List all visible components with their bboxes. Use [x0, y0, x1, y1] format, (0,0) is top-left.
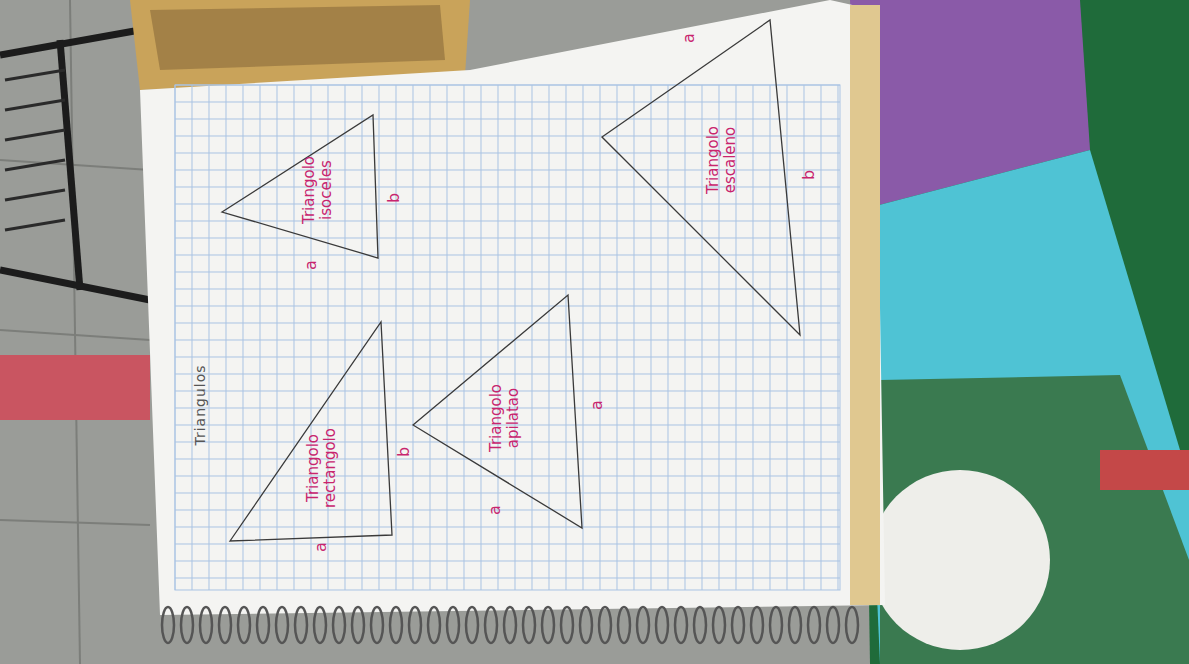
- triangle-figure: Triangolo escaleno: [602, 20, 800, 335]
- triangle-figure: Triangolo apilatao: [413, 295, 582, 528]
- side-letter: a: [679, 33, 698, 43]
- side-letter: b: [384, 193, 403, 203]
- triangle-figure: Triangolo rectangolo: [230, 322, 392, 541]
- triangle-figure: Triangolo isoceles: [222, 115, 378, 258]
- side-letter: a: [587, 400, 606, 410]
- side-letter: a: [311, 542, 330, 552]
- side-letter: a: [301, 260, 320, 270]
- triangle-name: Triangolo rectangolo: [305, 413, 340, 523]
- side-letter: a: [485, 505, 504, 515]
- side-letter: b: [799, 170, 818, 180]
- triangle-name: Triangolo escaleno: [705, 110, 740, 210]
- triangle-outline: [230, 322, 392, 541]
- triangle-outline: [602, 20, 800, 335]
- triangle-name: Triangolo isoceles: [301, 150, 336, 230]
- side-letter: b: [394, 447, 413, 457]
- page-title: Triangulos: [192, 364, 208, 445]
- triangle-name: Triangolo apilatao: [488, 371, 523, 466]
